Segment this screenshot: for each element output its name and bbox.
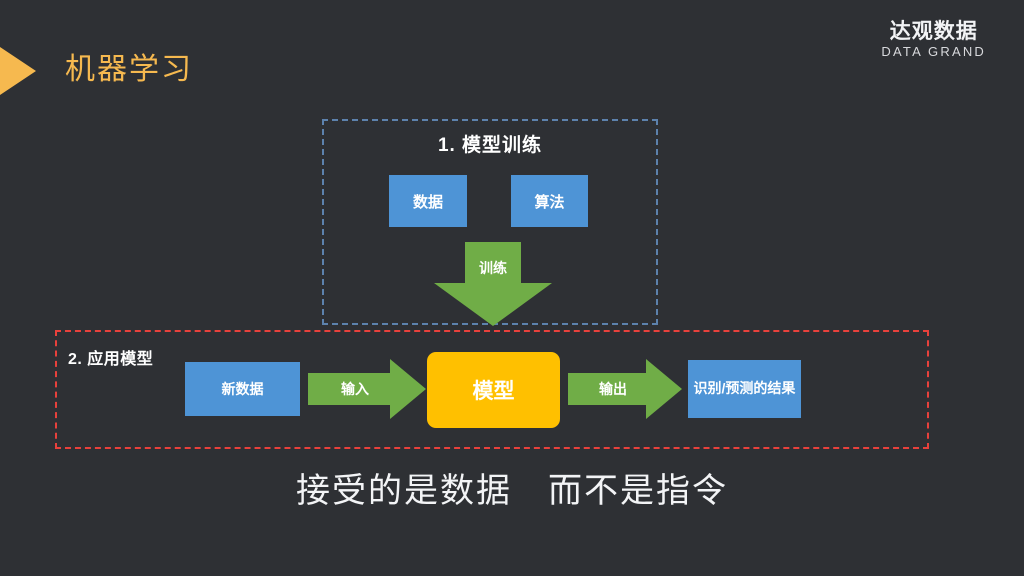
brand-logo: 达观数据 DATA GRAND	[881, 20, 986, 60]
section-model-training-title: 1. 模型训练	[437, 135, 543, 156]
arrow-train-down: 训练	[434, 242, 552, 326]
slide-caption: 接受的是数据 而不是指令	[296, 472, 728, 510]
arrow-right-icon	[308, 359, 426, 419]
page-title: 机器学习	[65, 53, 193, 86]
box-algorithm: 算法	[511, 175, 588, 227]
arrow-output-right: 输出	[568, 359, 682, 419]
arrow-input-label: 输入	[341, 381, 369, 397]
section-apply-model-frame	[55, 330, 929, 449]
arrow-output-label: 输出	[599, 381, 627, 397]
brand-logo-en: DATA GRAND	[881, 44, 986, 60]
box-result: 识别/预测的结果	[688, 360, 801, 418]
arrow-down-icon	[434, 242, 552, 326]
box-new-data: 新数据	[185, 362, 300, 416]
arrow-right-icon	[568, 359, 682, 419]
section-apply-model-title: 2. 应用模型	[68, 351, 154, 368]
section-model-training-frame	[322, 119, 658, 325]
box-model: 模型	[427, 352, 560, 428]
brand-logo-cn: 达观数据	[889, 20, 978, 43]
title-marker-triangle-icon	[0, 47, 36, 95]
arrow-input-right: 输入	[308, 359, 426, 419]
box-data: 数据	[389, 175, 467, 227]
arrow-train-label: 训练	[479, 260, 507, 276]
